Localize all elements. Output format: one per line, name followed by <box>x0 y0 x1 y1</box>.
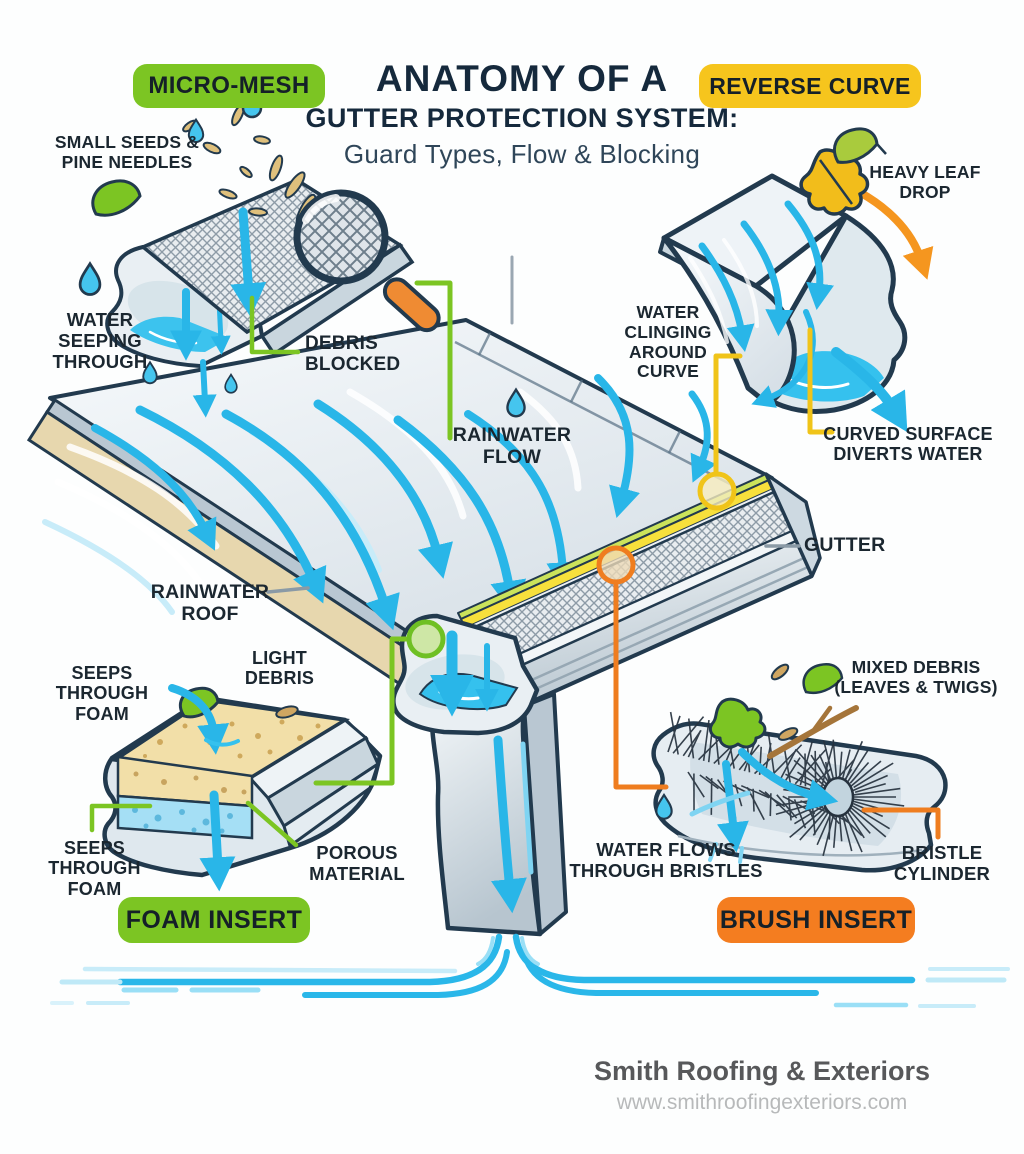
connectors <box>266 255 941 840</box>
green-highlight-circle <box>406 619 446 659</box>
magnifier-icon <box>293 189 441 333</box>
gutter-end-cap <box>764 472 822 578</box>
badge-reverse-curve: REVERSE CURVE <box>699 64 921 108</box>
orange-highlight-circle <box>596 545 636 585</box>
leaf-icon <box>833 127 879 164</box>
water-splash <box>50 933 1010 1008</box>
micro-mesh-detail <box>78 87 441 418</box>
label-porous-material: POROUS MATERIAL <box>309 842 405 884</box>
label-water-clinging: WATER CLINGING AROUND CURVE <box>624 302 712 382</box>
label-water-flows: WATER FLOWS THROUGH BRISTLES <box>569 839 763 881</box>
label-seeps-through-foam-top: SEEPS THROUGH FOAM <box>55 663 149 724</box>
label-seeps-through-foam-bottom: SEEPS THROUGH FOAM <box>48 838 141 899</box>
label-rainwater-roof: RAINWATER ROOF <box>150 581 270 626</box>
footer-company: Smith Roofing & Exteriors <box>593 1056 931 1086</box>
badge-brush-insert: BRUSH INSERT <box>717 897 915 943</box>
label-water-seeping: WATER SEEPING THROUGH <box>52 309 148 372</box>
leaf-icon <box>91 179 142 217</box>
label-mixed-debris: MIXED DEBRIS (LEAVES & TWIGS) <box>834 657 998 697</box>
yellow-highlight-circle <box>697 471 737 511</box>
label-debris-blocked: DEBRIS BLOCKED <box>305 333 401 376</box>
seed-icon <box>275 705 299 719</box>
foam-insert-detail <box>89 684 383 892</box>
label-gutter: GUTTER <box>804 534 886 556</box>
label-rainwater-flow: RAINWATER FLOW <box>452 424 572 469</box>
label-bristle-cylinder: BRISTLE CYLINDER <box>893 842 991 884</box>
title-line1: ANATOMY OF A <box>375 58 669 99</box>
footer-website: www.smithroofingexteriors.com <box>616 1091 908 1114</box>
brush-insert-detail <box>651 663 948 873</box>
seed-icon <box>777 727 799 741</box>
label-light-debris: LIGHT DEBRIS <box>244 648 315 689</box>
label-curved-surface: CURVED SURFACE DIVERTS WATER <box>823 424 993 465</box>
badge-micro-mesh: MICRO-MESH <box>133 64 325 108</box>
footer: Smith Roofing & Exteriors www.smithroofi… <box>512 1056 1012 1115</box>
label-small-seeds: SMALL SEEDS & PINE NEEDLES <box>54 132 200 172</box>
title-block: ANATOMY OF A GUTTER PROTECTION SYSTEM: G… <box>262 58 782 170</box>
badge-foam-insert: FOAM INSERT <box>118 897 310 943</box>
rain-flow-arrows <box>91 374 717 631</box>
oak-leaf-icon <box>708 697 767 749</box>
title-line3: Guard Types, Flow & Blocking <box>343 139 701 169</box>
seed-icon <box>770 663 790 681</box>
downspout <box>429 692 568 937</box>
label-heavy-leaf-drop: HEAVY LEAF DROP <box>869 162 981 202</box>
reverse-curve-detail <box>658 127 934 433</box>
leaf-icon <box>802 663 844 695</box>
title-line2: GUTTER PROTECTION SYSTEM: <box>305 103 739 133</box>
